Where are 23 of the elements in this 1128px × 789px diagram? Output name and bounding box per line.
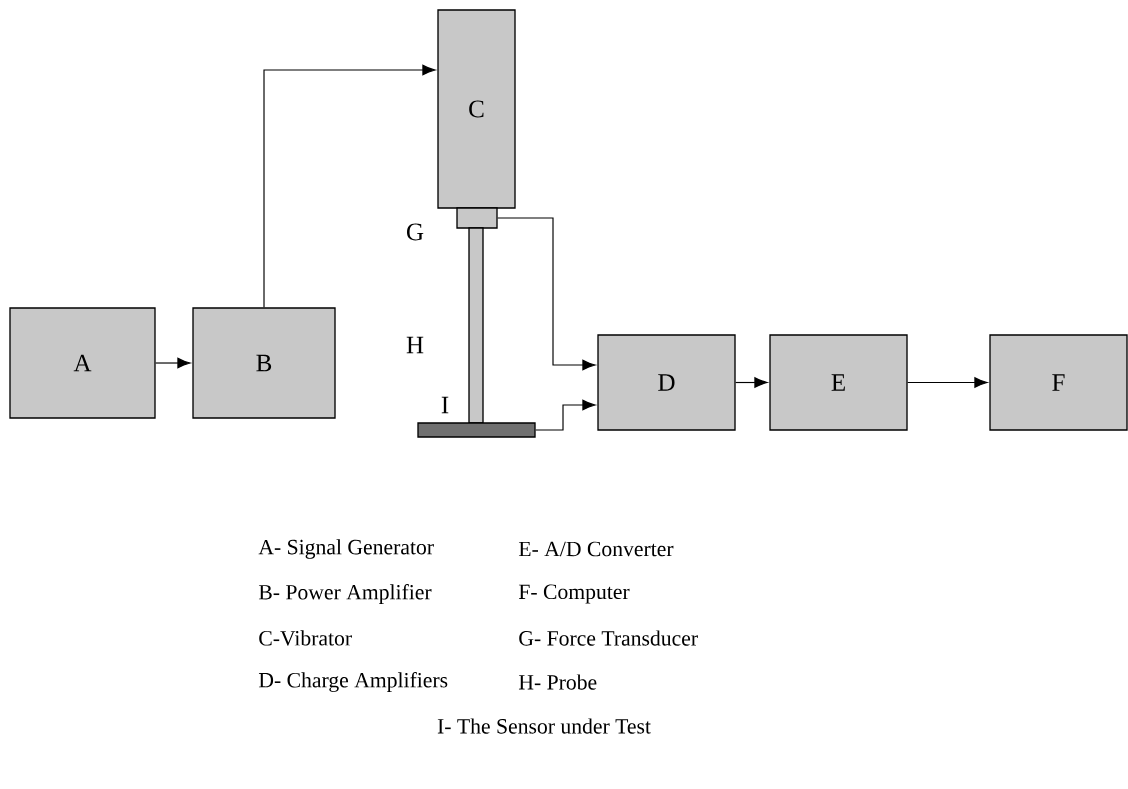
arrow: [535, 399, 596, 431]
arrow: [263, 64, 436, 308]
arrow: [155, 357, 191, 369]
block-box: A: [9, 307, 156, 419]
block-box: D: [597, 334, 736, 431]
block-box: F: [989, 334, 1128, 431]
block-box: E: [769, 334, 908, 431]
legend-text: G- Force Transducer: [519, 630, 698, 646]
part-letter: H: [406, 336, 424, 354]
arrow: [735, 377, 768, 388]
legend-text: I- The Sensor under Test: [437, 718, 651, 734]
legend-text: F- Computer: [518, 584, 630, 604]
legend-text: A- Signal Generator: [258, 539, 434, 559]
legend-text: B- Power Amplifier: [258, 584, 432, 604]
legend-text: C-Vibrator: [259, 630, 352, 646]
legend-text: E- A/D Converter: [518, 541, 674, 557]
arrow: [497, 217, 596, 371]
part-letter: I: [441, 396, 449, 414]
legend-text: D- Charge Amplifiers: [258, 672, 448, 692]
legend-text: H- Probe: [518, 674, 597, 690]
block-box: B: [192, 307, 336, 419]
arrow: [907, 377, 988, 388]
part-letter: G: [407, 223, 424, 241]
